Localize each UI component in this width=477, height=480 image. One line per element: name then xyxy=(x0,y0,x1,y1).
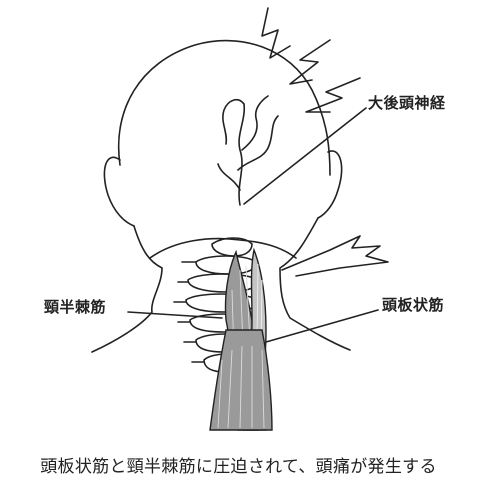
pain-bolt-2 xyxy=(289,39,331,85)
leader-semispinalis xyxy=(127,311,223,319)
nerve-branch-2 xyxy=(241,95,269,151)
label-semispinalis-capitis: 頸半棘筋 xyxy=(44,298,107,316)
nerve-branch-1 xyxy=(222,98,245,145)
leader-splenius xyxy=(251,309,379,347)
pain-bolt-1 xyxy=(261,7,291,59)
leader-nerve xyxy=(243,107,367,205)
hairline xyxy=(149,237,297,259)
label-splenius-capitis: 頭板状筋 xyxy=(382,296,445,314)
nerve-branch-4 xyxy=(217,163,241,191)
pain-bolt-neck xyxy=(281,235,389,277)
figure-caption: 頭板状筋と頸半棘筋に圧迫されて、頭痛が発生する xyxy=(40,457,437,477)
lower-muscle-mass xyxy=(209,329,273,431)
pain-bolt-3 xyxy=(305,77,361,113)
left-neck-outline xyxy=(91,225,163,353)
head-outline xyxy=(117,39,331,176)
right-neck-outline xyxy=(279,217,351,351)
right-ear xyxy=(317,150,343,219)
left-ear xyxy=(103,156,135,227)
nerve-branch-3 xyxy=(237,115,279,171)
label-greater-occipital-nerve: 大後頭神経 xyxy=(368,94,446,112)
